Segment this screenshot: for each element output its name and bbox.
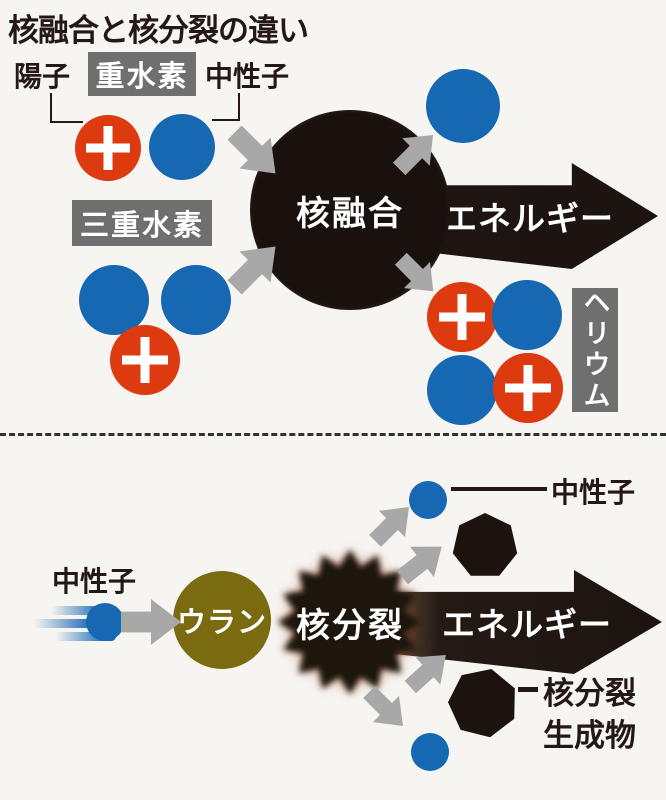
fission-reaction-label-wrap: 核分裂 — [250, 522, 450, 722]
neutron-in-label: 中性子 — [52, 567, 137, 598]
neutron-label: 中性子 — [205, 62, 290, 93]
fission-reaction-label: 核分裂 — [296, 606, 404, 645]
motion-streak — [30, 619, 104, 628]
proton-particle — [75, 115, 141, 181]
product-callout-dash — [518, 687, 538, 692]
tritium-label-box: 三重水素 — [72, 200, 212, 246]
proton-particle — [427, 282, 497, 352]
fission-product-label-line1: 核分裂 — [543, 676, 636, 711]
motion-streak — [48, 606, 112, 615]
fission-fragment — [452, 513, 518, 576]
neutron-particle — [426, 69, 500, 143]
neutron-bracket-line — [212, 93, 240, 121]
arrow-neutron-input-icon — [121, 599, 181, 645]
energy-label: エネルギー — [442, 606, 612, 643]
proton-particle — [493, 353, 563, 423]
neutron-particle — [161, 265, 231, 335]
fission-burst — [278, 550, 422, 694]
neutron-particle — [427, 355, 497, 425]
deuterium-label-box: 重水素 — [88, 52, 196, 96]
plus-icon — [427, 282, 497, 352]
neutron-particle — [492, 280, 562, 350]
neutron-out-label: 中性子 — [551, 478, 636, 509]
section-divider — [0, 433, 666, 436]
neutron-particle — [411, 733, 449, 771]
neutron-particle — [149, 114, 215, 180]
fission-product-label-line2: 生成物 — [543, 718, 636, 753]
plus-icon — [110, 325, 180, 395]
motion-streak — [52, 632, 116, 641]
plus-icon — [75, 115, 141, 181]
helium-label-box: ヘリウム — [572, 288, 618, 412]
fission-fragment — [447, 669, 515, 738]
neutron-particle — [79, 265, 149, 335]
fusion-reaction-label: 核融合 — [296, 194, 404, 233]
neutron-particle — [409, 481, 447, 519]
neutron-callout-line — [451, 487, 547, 491]
proton-label: 陽子 — [14, 62, 71, 93]
plus-icon — [493, 353, 563, 423]
neutron-particle — [86, 603, 124, 641]
fusion-reaction-label-wrap: 核融合 — [255, 115, 445, 305]
proton-bracket-line — [50, 93, 83, 123]
uranium-label: ウラン — [176, 607, 267, 639]
proton-particle — [110, 325, 180, 395]
page-title: 核融合と核分裂の違い — [8, 13, 309, 48]
uranium-nucleus: ウラン — [173, 571, 271, 669]
energy-label: エネルギー — [444, 200, 614, 237]
